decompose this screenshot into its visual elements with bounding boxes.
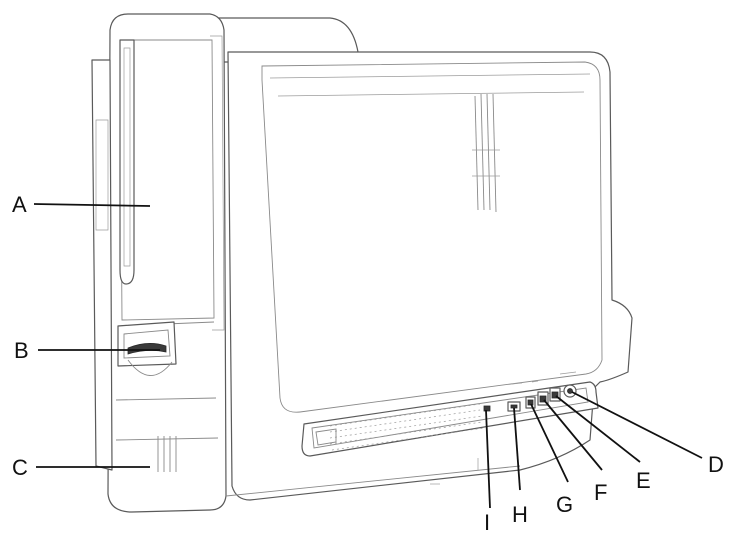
leader-line-d (571, 391, 703, 459)
callout-label-i: I (484, 510, 490, 533)
rear-panel-ribs (472, 93, 500, 213)
callouts: A B C D E F G H I (12, 192, 724, 533)
callout-label-c: C (12, 455, 28, 480)
callout-label-b: B (14, 338, 29, 363)
callout-label-e: E (636, 468, 651, 493)
callout-label-h: H (512, 502, 528, 527)
leader-line-e (555, 395, 641, 463)
leader-line-i (485, 409, 491, 509)
rear-panel-inner-frame (261, 61, 603, 413)
cartridge-slot (119, 39, 135, 285)
callout-label-g: G (556, 492, 573, 517)
leader-line-h (513, 407, 521, 491)
callout-label-d: D (708, 452, 724, 477)
port-i (483, 405, 491, 412)
bottom-vent (157, 436, 177, 472)
printer-rear-side-panel (227, 51, 633, 501)
printer-illustration (91, 13, 633, 513)
leader-line-f (543, 399, 603, 471)
panel-vent-holes (329, 403, 485, 451)
serial-port (315, 428, 337, 446)
callout-label-a: A (12, 192, 27, 217)
leader-line-a (33, 203, 151, 207)
callout-label-f: F (594, 480, 607, 505)
leader-line-g (530, 403, 569, 483)
